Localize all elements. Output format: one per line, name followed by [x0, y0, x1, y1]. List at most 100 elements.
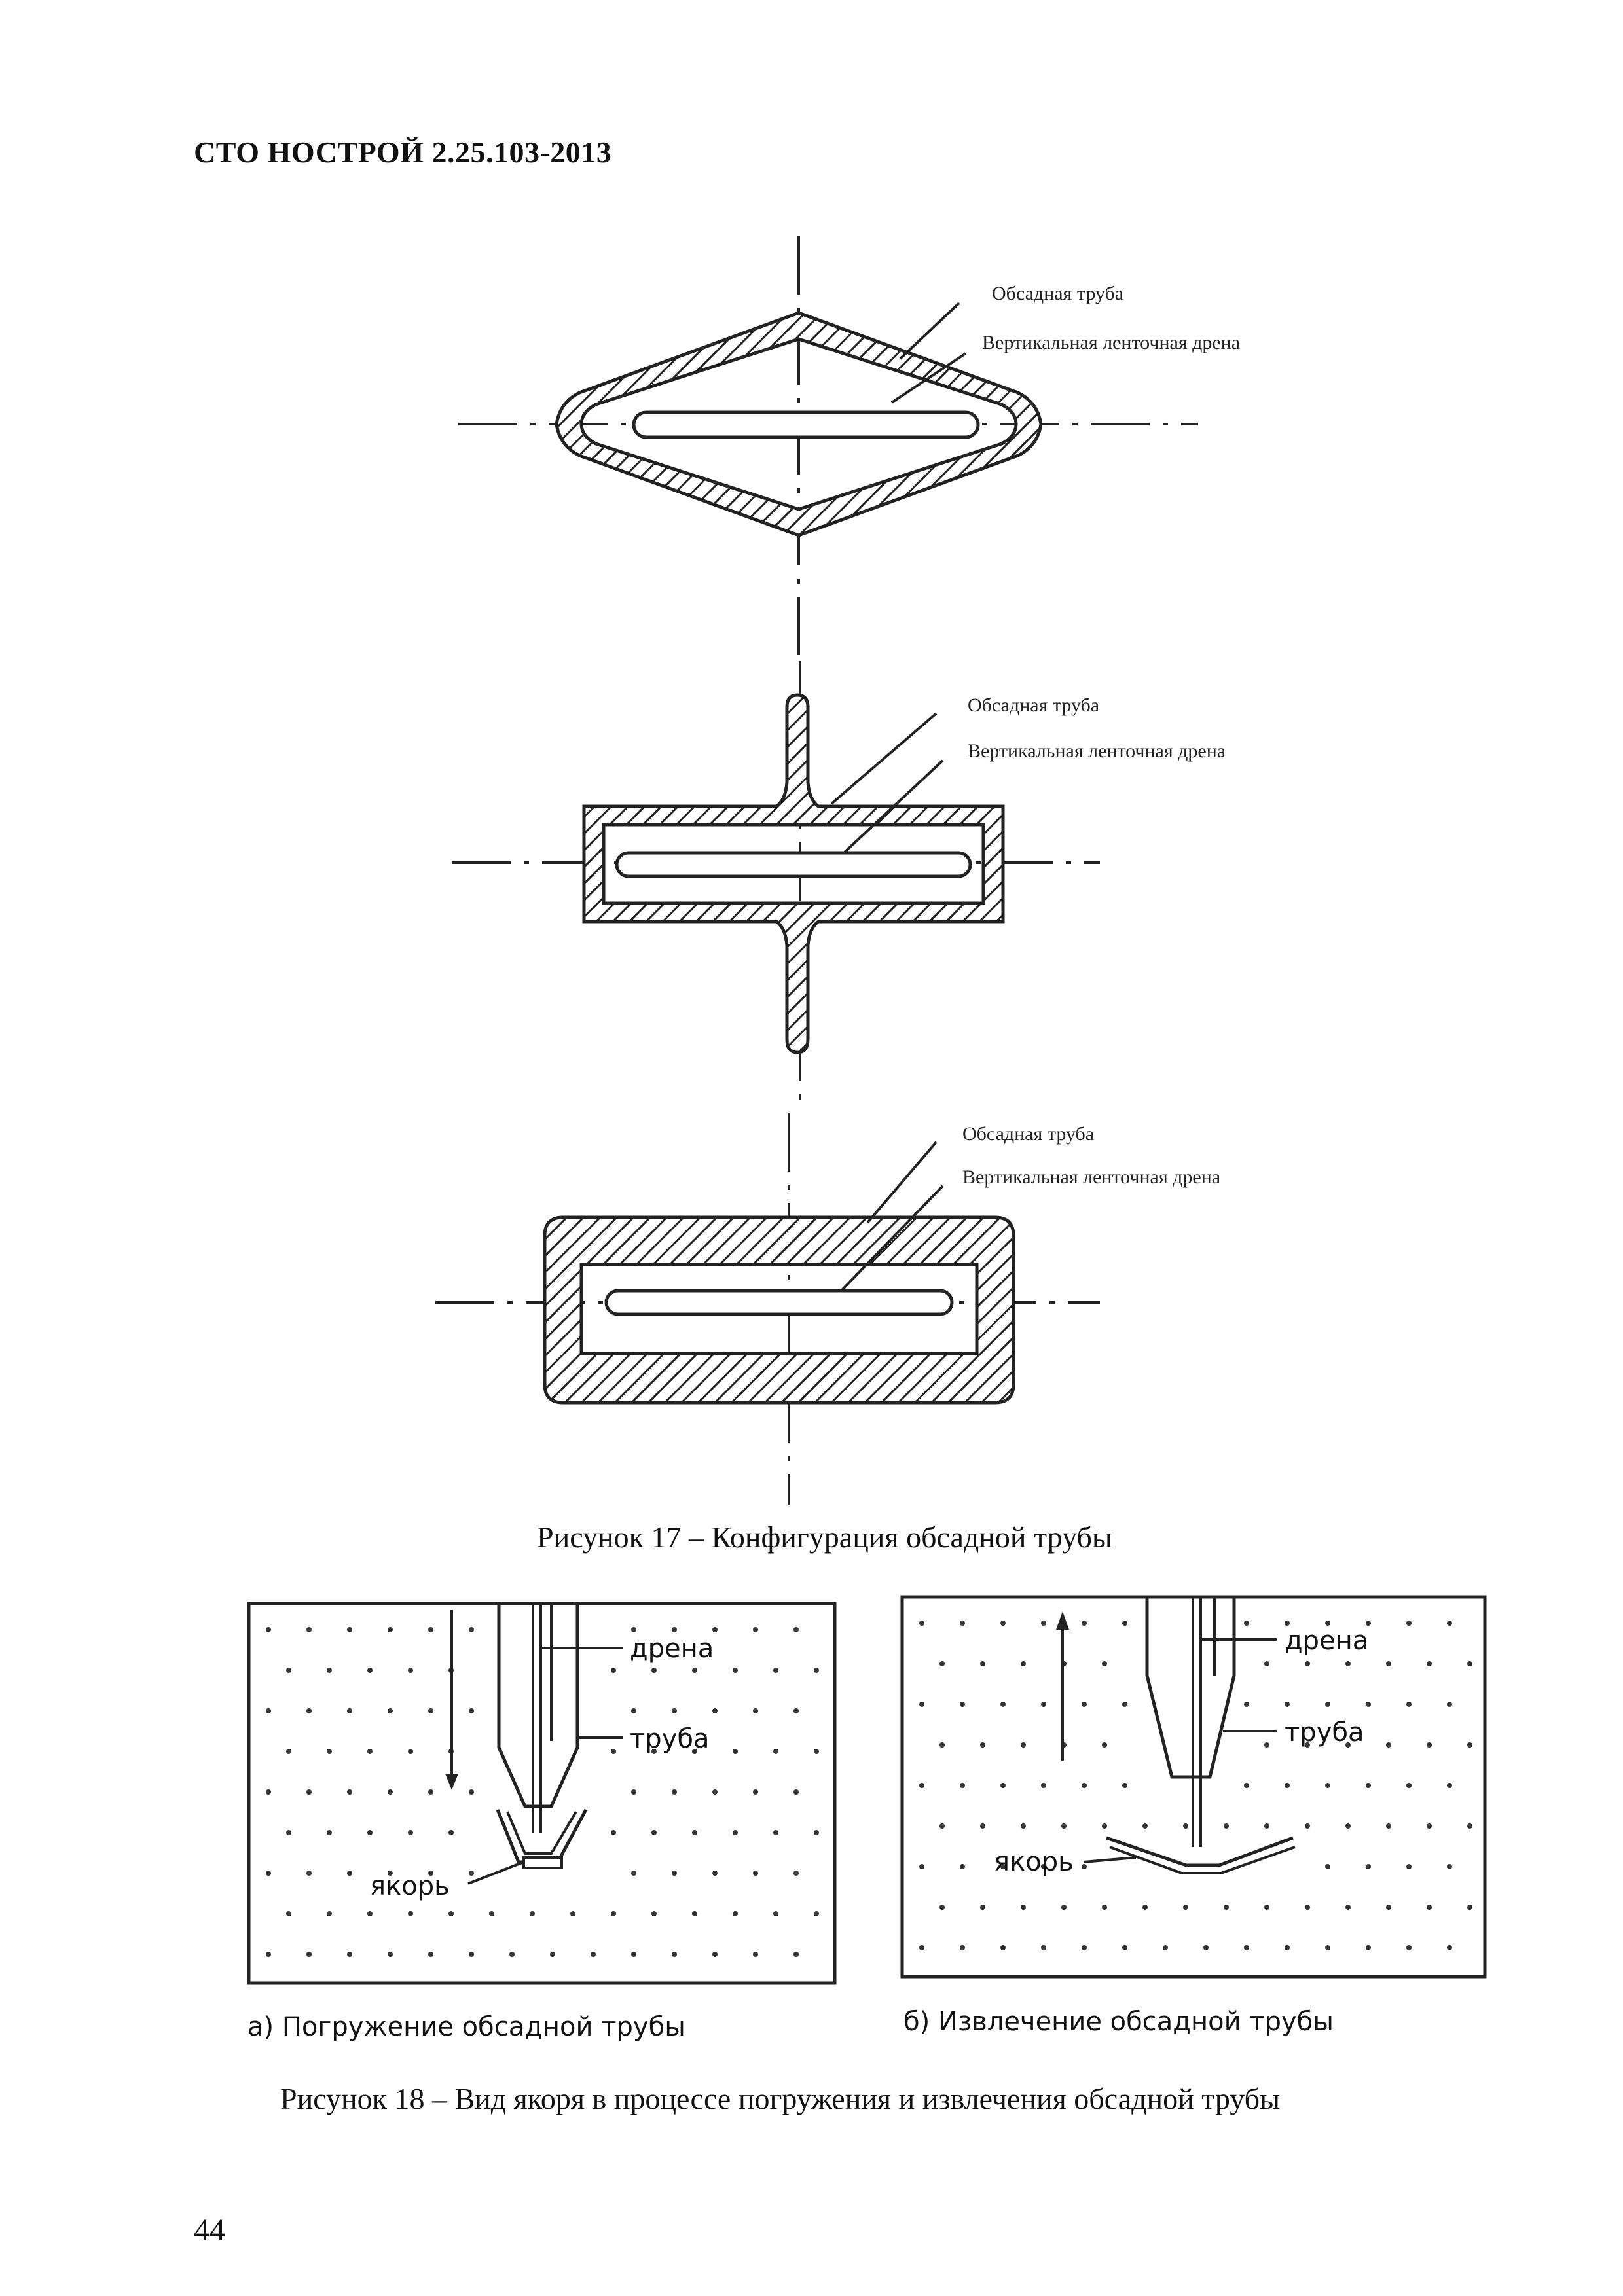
- fig17-shape-lens: Обсадная труба Вертикальная ленточная др…: [458, 236, 1240, 655]
- soil-dot: [919, 1864, 924, 1869]
- soil-dot: [1082, 1702, 1087, 1707]
- soil-dot: [1122, 1783, 1127, 1788]
- soil-dot: [1366, 1702, 1371, 1707]
- soil-dot: [1102, 1905, 1107, 1910]
- label-anchor-b: якорь: [994, 1847, 1074, 1877]
- label-drain-3: Вертикальная ленточная дрена: [962, 1166, 1220, 1188]
- casing-lens-wall: [555, 311, 1043, 537]
- soil-dot: [733, 1830, 738, 1835]
- soil-dot: [793, 1708, 799, 1713]
- soil-dot: [367, 1668, 373, 1673]
- soil-dot: [939, 1823, 945, 1829]
- soil-dot: [1000, 1864, 1006, 1869]
- soil-dot: [306, 1789, 312, 1795]
- soil-dot: [1122, 1621, 1127, 1626]
- soil-dot: [591, 1952, 596, 1957]
- leader-drain-1: [890, 352, 967, 404]
- soil-dot: [388, 1871, 393, 1876]
- soil-dot: [1000, 1621, 1006, 1626]
- soil-dot: [428, 1627, 433, 1632]
- soil-dot: [388, 1789, 393, 1795]
- fig18-panel-b: дрена труба якорь: [900, 1595, 1487, 1979]
- soil-dot: [286, 1668, 291, 1673]
- soil-dot: [1061, 1823, 1067, 1829]
- soil-dot: [347, 1789, 352, 1795]
- soil-dot: [651, 1668, 657, 1673]
- soil-dot: [469, 1871, 474, 1876]
- soil-dot: [1305, 1905, 1310, 1910]
- soil-dot: [1345, 1905, 1351, 1910]
- casing-pipe-a: [497, 1602, 579, 1808]
- label-drain-b: дрена: [1285, 1626, 1368, 1656]
- soil-dot: [773, 1668, 778, 1673]
- soil-dot: [1447, 1783, 1452, 1788]
- soil-dot: [1000, 1702, 1006, 1707]
- soil-dot: [631, 1952, 636, 1957]
- soil-dot: [367, 1830, 373, 1835]
- soil-dot: [773, 1749, 778, 1754]
- soil-dot: [428, 1708, 433, 1713]
- figure-18b-subcaption: б) Извлечение обсадной трубы: [903, 2007, 1334, 2037]
- figure-18-caption: Рисунок 18 – Вид якоря в процессе погруж…: [280, 2082, 1280, 2115]
- soil-dot: [793, 1789, 799, 1795]
- soil-dot: [611, 1911, 616, 1916]
- soil-dot: [1041, 1783, 1046, 1788]
- soil-dot: [1082, 1621, 1087, 1626]
- soil-dot: [1041, 1945, 1046, 1950]
- soil-dot: [388, 1708, 393, 1713]
- soil-dot: [692, 1668, 697, 1673]
- soil-dot: [712, 1789, 718, 1795]
- soil-dot: [793, 1952, 799, 1957]
- soil-dot: [1366, 1621, 1371, 1626]
- soil-dot: [919, 1945, 924, 1950]
- soil-dot: [753, 1708, 758, 1713]
- soil-dot: [753, 1627, 758, 1632]
- leader-drain-3: [840, 1185, 944, 1292]
- soil-dot: [448, 1830, 454, 1835]
- soil-dot: [793, 1871, 799, 1876]
- casing-rect-wall: [543, 1215, 1015, 1405]
- soil-dot: [570, 1911, 575, 1916]
- soil-dot: [611, 1668, 616, 1673]
- soil-dot: [814, 1830, 819, 1835]
- soil-dot: [469, 1789, 474, 1795]
- leader-casing-1: [899, 302, 960, 360]
- soil-dot: [1244, 1702, 1249, 1707]
- drain-strip-1: [632, 410, 980, 439]
- leader-anchor-a: [467, 1861, 524, 1885]
- soil-dot: [1041, 1864, 1046, 1869]
- label-anchor-a: якорь: [370, 1871, 450, 1901]
- soil-dot: [672, 1708, 677, 1713]
- soil-dot: [1305, 1823, 1310, 1829]
- soil-dot: [286, 1749, 291, 1754]
- soil-dot: [1467, 1661, 1472, 1666]
- soil-dot: [286, 1911, 291, 1916]
- soil-dot: [266, 1627, 271, 1632]
- soil-dot: [960, 1783, 965, 1788]
- soil-dot: [327, 1749, 332, 1754]
- label-pipe-b: труба: [1285, 1717, 1364, 1748]
- soil-dot: [692, 1830, 697, 1835]
- soil-dot: [611, 1749, 616, 1754]
- soil-dot: [1325, 1702, 1330, 1707]
- soil-dot: [286, 1830, 291, 1835]
- soil-dot: [1244, 1621, 1249, 1626]
- soil-dot: [1163, 1945, 1168, 1950]
- drain-strip-3: [604, 1289, 954, 1316]
- leader-drain-2: [843, 759, 944, 853]
- soil-dot: [1102, 1661, 1107, 1666]
- label-drain-a: дрена: [630, 1634, 714, 1664]
- soil-dot: [1325, 1621, 1330, 1626]
- soil-dot: [347, 1627, 352, 1632]
- label-casing-2: Обсадная труба: [968, 694, 1099, 716]
- soil-dot: [1224, 1823, 1229, 1829]
- soil-dot: [980, 1823, 985, 1829]
- soil-dot: [1386, 1661, 1391, 1666]
- soil-dot: [773, 1911, 778, 1916]
- soil-dot: [469, 1708, 474, 1713]
- soil-dot: [1386, 1823, 1391, 1829]
- soil-dot: [814, 1911, 819, 1916]
- fig18-panel-a: дрена труба якорь: [247, 1602, 837, 1985]
- soil-dot: [1467, 1823, 1472, 1829]
